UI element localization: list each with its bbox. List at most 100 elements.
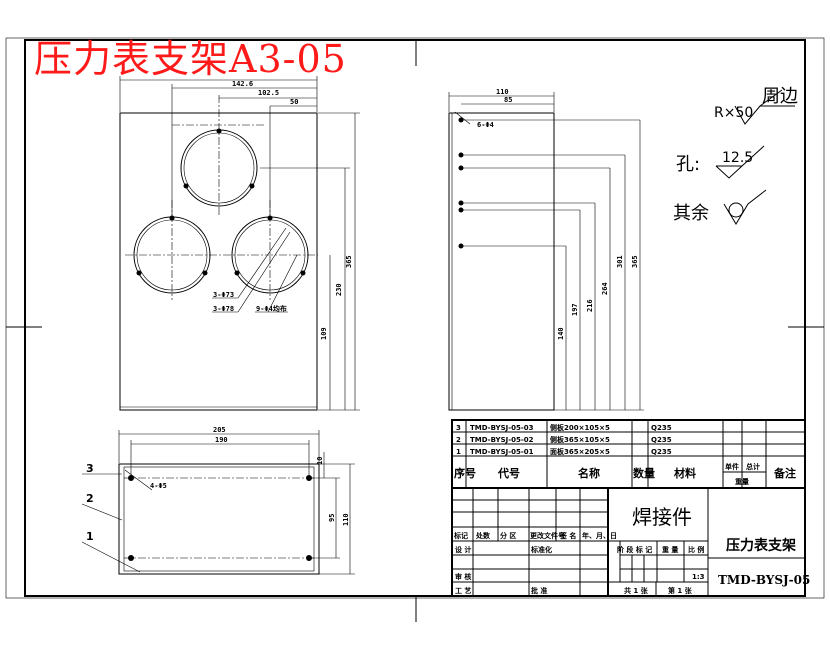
side-plate-outline	[448, 112, 555, 411]
hole-note: 4-Φ5	[150, 482, 167, 490]
rev-date: 年、月、日	[582, 531, 617, 540]
rev-doc: 更改文件号	[530, 531, 565, 540]
hdr-weight: 重量	[735, 477, 749, 486]
dim-label: 10	[316, 457, 324, 465]
bolt-hole	[234, 270, 240, 276]
lbl-weight: 重 量	[662, 545, 678, 554]
part-name: 侧板365×105×5	[550, 435, 610, 444]
roughness-symbol	[723, 189, 767, 225]
hdr-material: 材料	[674, 466, 696, 480]
front-plate-outline	[119, 112, 318, 411]
lbl-sheet-no: 第 1 张	[668, 586, 693, 595]
bolt-hole	[249, 183, 255, 189]
roughness-value: 12.5	[722, 150, 753, 166]
bolt-hole	[216, 128, 222, 134]
side-view: 110 85 6-Φ4 140 197 216 264 301 365	[448, 88, 644, 411]
lbl-process: 工 艺	[455, 586, 471, 595]
trim-border	[5, 37, 825, 599]
dim-label: 109	[320, 327, 328, 340]
bolt-hole	[300, 270, 306, 276]
dim-label: 216	[586, 299, 594, 312]
lbl-approve: 批 准	[531, 586, 547, 595]
bolt-hole	[202, 270, 208, 276]
hdr-qty: 数量	[633, 466, 655, 480]
leader-line	[124, 469, 153, 491]
leader-line	[237, 231, 291, 313]
hole-note: 6-Φ4	[477, 121, 494, 129]
weld-label: 焊接件	[632, 505, 692, 529]
drawing-frame	[24, 39, 806, 597]
hdr-remark: 备注	[773, 466, 796, 480]
hole-note: 3-Φ78	[213, 305, 234, 313]
roughness-symbol	[715, 145, 765, 179]
drawing-code: TMD-BYSJ-05	[718, 573, 810, 587]
lbl-standardize: 标准化	[530, 545, 552, 554]
dim-label: 142.6	[232, 80, 253, 88]
part-no: 1	[456, 448, 461, 456]
rev-count: 处数	[475, 531, 491, 540]
part-no: 3	[456, 424, 461, 432]
part-code: TMD-BYSJ-05-02	[470, 436, 534, 444]
leader-line	[454, 111, 471, 125]
part-title: 压力表支架	[726, 537, 796, 554]
lbl-review: 审 核	[455, 572, 471, 581]
hdr-total-weight: 总计	[746, 462, 760, 471]
dim-label: 50	[290, 98, 298, 106]
lbl-design: 设 计	[455, 545, 471, 554]
scale-value: 1:3	[692, 573, 705, 581]
drawing-title: 压力表支架A3-05	[34, 37, 347, 81]
top-outline	[118, 463, 320, 575]
lbl-sheets: 共 1 张	[624, 586, 649, 595]
dim-label: 110	[496, 88, 509, 96]
balloon-2: 2	[86, 492, 94, 505]
balloon-1: 1	[86, 530, 94, 543]
note-holes: 孔:	[676, 154, 700, 175]
part-material: Q235	[651, 424, 672, 432]
bolt-hole	[169, 215, 175, 221]
bolt-hole	[267, 215, 273, 221]
roughness-symbol	[734, 89, 783, 125]
dim-label: 95	[328, 514, 336, 522]
part-code: TMD-BYSJ-05-01	[470, 448, 534, 456]
part-name: 侧板200×105×5	[550, 423, 610, 432]
part-no: 2	[456, 436, 461, 444]
part-name: 面板365×205×5	[550, 447, 610, 456]
top-inner	[123, 466, 315, 572]
roughness-circle	[728, 202, 744, 218]
hdr-code: 代号	[497, 466, 520, 480]
rev-zone: 分 区	[500, 531, 516, 540]
dim-label: 197	[571, 303, 579, 316]
dim-label: 110	[342, 513, 350, 526]
front-view: 3-Φ73 3-Φ78 9-Φ4均布 142.6 102.5 50 365 23…	[119, 76, 360, 411]
leader-line	[267, 254, 298, 313]
dim-label: 85	[504, 96, 512, 104]
roughness-value: R×50	[714, 105, 753, 121]
dim-label: 140	[557, 327, 565, 340]
dim-label: 230	[335, 283, 343, 296]
dim-label: 365	[631, 255, 639, 268]
bolt-hole	[183, 183, 189, 189]
hdr-no: 序号	[454, 466, 476, 480]
hdr-unit-weight: 单件	[725, 462, 739, 471]
dim-label: 301	[616, 255, 624, 268]
balloon-leader	[81, 503, 123, 521]
dim-label: 264	[601, 282, 609, 295]
hdr-name: 名称	[578, 466, 600, 480]
part-material: Q235	[651, 436, 672, 444]
part-material: Q235	[651, 448, 672, 456]
title-block: 3 TMD-BYSJ-05-03 侧板200×105×5 Q235 2 TMD-…	[451, 419, 810, 597]
surface-finish-notes: R×50 周边 孔: 12.5 其余	[673, 86, 798, 225]
dim-label: 190	[215, 436, 228, 444]
hole-note: 3-Φ73	[213, 291, 234, 299]
balloon-3: 3	[86, 462, 94, 475]
rev-mark: 标记	[453, 531, 468, 540]
leader-line	[237, 227, 287, 299]
title-block-frame	[451, 419, 806, 597]
part-code: TMD-BYSJ-05-03	[470, 424, 534, 432]
bolt-hole	[136, 270, 142, 276]
hole-note: 9-Φ4均布	[256, 304, 287, 313]
note-perimeter: 周边	[762, 86, 798, 107]
note-others: 其余	[673, 203, 709, 224]
dim-label: 365	[345, 255, 353, 268]
